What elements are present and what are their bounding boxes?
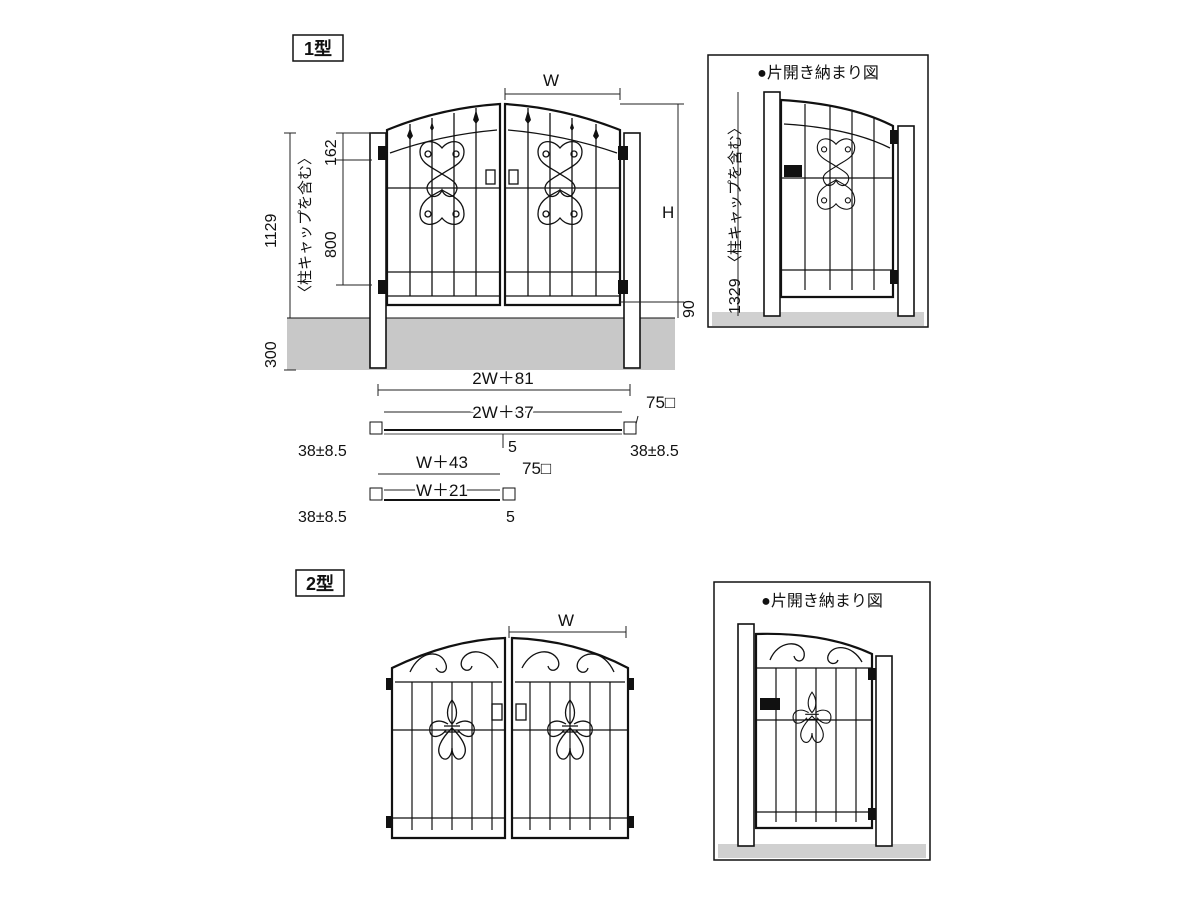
sq75-a: 75□ — [646, 393, 675, 412]
dim-2w37: 2W＋37 — [472, 403, 533, 422]
double-gate — [378, 102, 628, 307]
post-cap-note: 〈柱キャップを含む〉 — [297, 150, 314, 300]
left-post — [369, 132, 387, 369]
dim-w: W — [543, 71, 559, 90]
dim-90: 90 — [681, 300, 698, 318]
type2-single-title: ●片開き納まり図 — [761, 592, 883, 610]
type1-dimensions: W H 90 162 800 1129 〈柱キャップを含む〉 300 — [263, 71, 698, 371]
dim-w21: W＋21 — [416, 481, 468, 500]
type2-single-inset: ●片開き納まり図 — [713, 581, 931, 861]
type1-title: 1型 — [304, 38, 332, 59]
plan-view-double: 2W＋81 2W＋37 75□ 38±8.5 38±8.5 5 — [298, 369, 679, 460]
dim-w43: W＋43 — [416, 453, 468, 472]
type1-single-post-cap: 〈柱キャップを含む〉 — [727, 120, 744, 270]
dim-2w81: 2W＋81 — [472, 369, 533, 388]
type2-section: 2型 W — [295, 569, 931, 861]
dim-300: 300 — [263, 341, 280, 368]
right-post — [623, 132, 641, 369]
dim-162: 162 — [323, 139, 340, 166]
dim-800: 800 — [323, 231, 340, 258]
tol-single: 38±8.5 — [298, 509, 347, 526]
type1-single-inset: ●片開き納まり図 1329 〈柱キャップを含む〉 — [707, 54, 929, 328]
type1-single-title: ●片開き納まり図 — [757, 64, 879, 82]
type2-title-box — [295, 569, 345, 597]
tol-right: 38±8.5 — [630, 443, 679, 460]
type1-section: 1型 — [263, 34, 929, 526]
five-a: 5 — [508, 439, 517, 456]
sq75-b: 75□ — [522, 459, 551, 478]
dim-h: H — [662, 203, 674, 222]
five-b: 5 — [506, 509, 515, 526]
type2-double-gate — [386, 636, 634, 840]
plan-view-single: W＋43 W＋21 75□ 38±8.5 5 — [298, 453, 551, 526]
type2-title: 2型 — [306, 573, 334, 594]
ground-fill — [287, 318, 675, 370]
type1-single-1329: 1329 — [727, 278, 744, 314]
tol-left: 38±8.5 — [298, 443, 347, 460]
dim-1129: 1129 — [263, 213, 280, 248]
type2-dim-w: W — [558, 611, 574, 630]
type1-title-box — [292, 34, 344, 62]
